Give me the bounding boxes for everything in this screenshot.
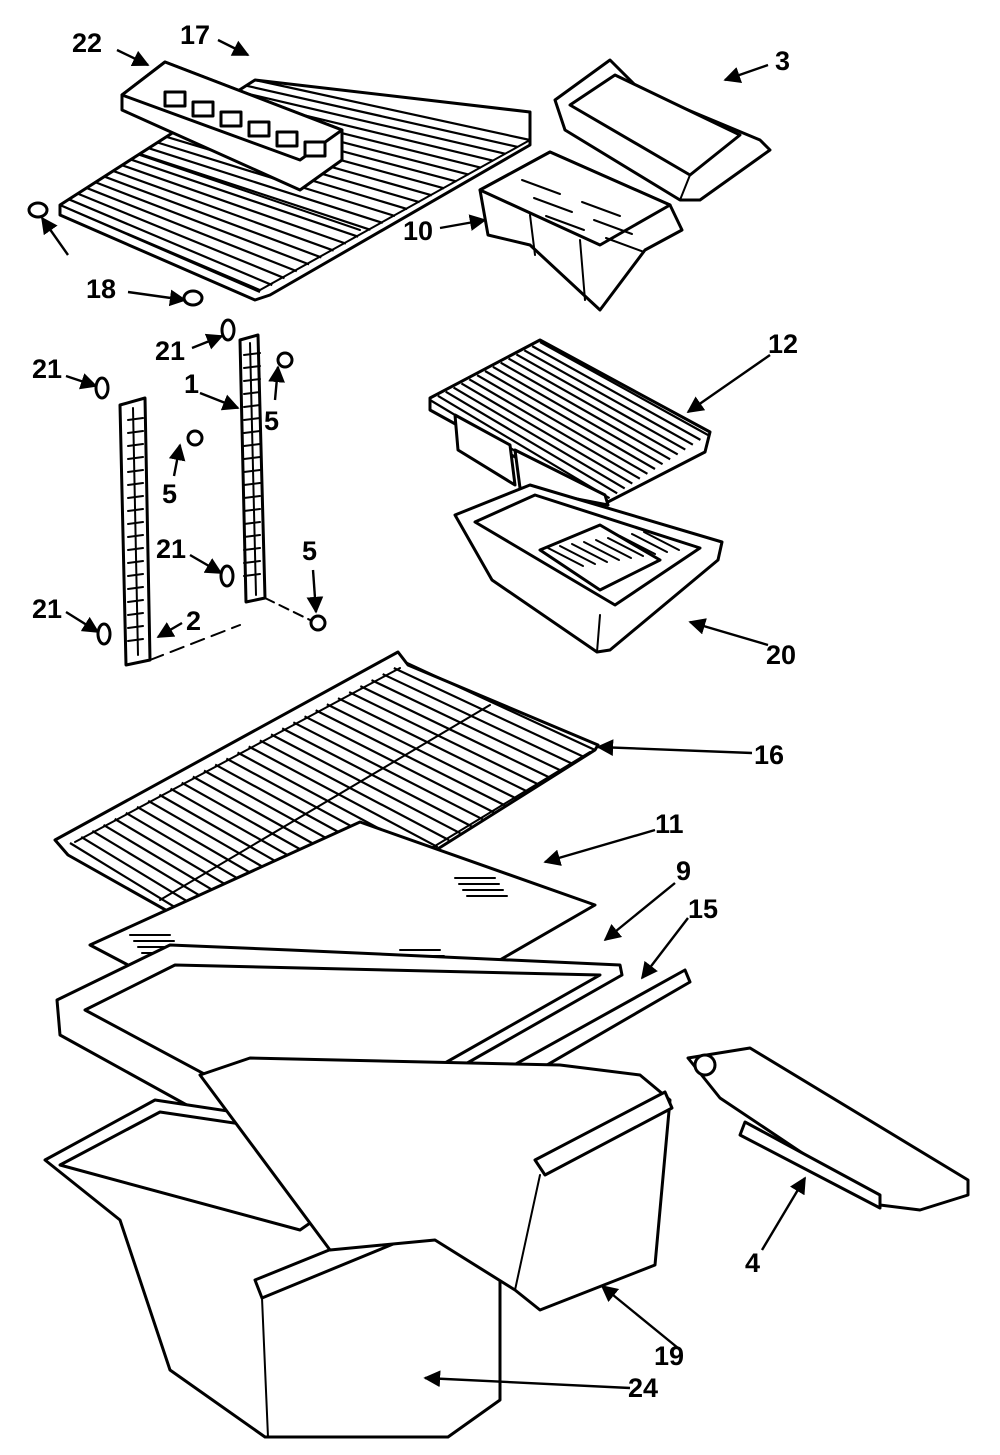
callout-17: 17: [180, 20, 210, 50]
callout-5-upper-left: 5: [162, 479, 177, 509]
callout-21-top-right: 21: [155, 336, 185, 366]
callout-3: 3: [775, 46, 790, 76]
callout-labels: 22 17 3 10 18 21 21 1 5 5 21 5 21 2 12 2…: [32, 20, 798, 1403]
callout-18: 18: [86, 274, 116, 304]
control-housing: [686, 1046, 970, 1212]
callout-24: 24: [628, 1373, 658, 1403]
shelf-ladder-left: [118, 396, 152, 667]
leader-lines: [41, 38, 807, 1390]
callout-10: 10: [403, 216, 433, 246]
ice-bin: [478, 150, 684, 312]
callout-11: 11: [655, 809, 684, 839]
callout-5-upper-right: 5: [264, 406, 279, 436]
deli-drawer-cover: [428, 338, 712, 507]
callout-21-middle: 21: [156, 534, 186, 564]
ladder-screws: [186, 351, 327, 632]
callout-20: 20: [766, 640, 796, 670]
deli-drawer: [453, 483, 724, 654]
callout-21-bottom: 21: [32, 594, 62, 624]
callout-4: 4: [745, 1248, 760, 1278]
shelf-ladder-right: [238, 333, 267, 604]
callout-19: 19: [654, 1341, 684, 1371]
refrigerator-wire-shelf: [53, 650, 600, 964]
crisper-drawer-right: [198, 1056, 674, 1312]
callout-1: 1: [184, 369, 199, 399]
callout-12: 12: [768, 329, 798, 359]
freezer-door-bin: [553, 58, 772, 202]
ice-tray: [120, 60, 344, 192]
callout-9: 9: [676, 856, 691, 886]
callout-5-lower: 5: [302, 536, 317, 566]
callout-2: 2: [186, 606, 201, 636]
callout-21-top-left: 21: [32, 354, 62, 384]
callout-16: 16: [754, 740, 784, 770]
callout-15: 15: [688, 894, 718, 924]
callout-22: 22: [72, 28, 102, 58]
